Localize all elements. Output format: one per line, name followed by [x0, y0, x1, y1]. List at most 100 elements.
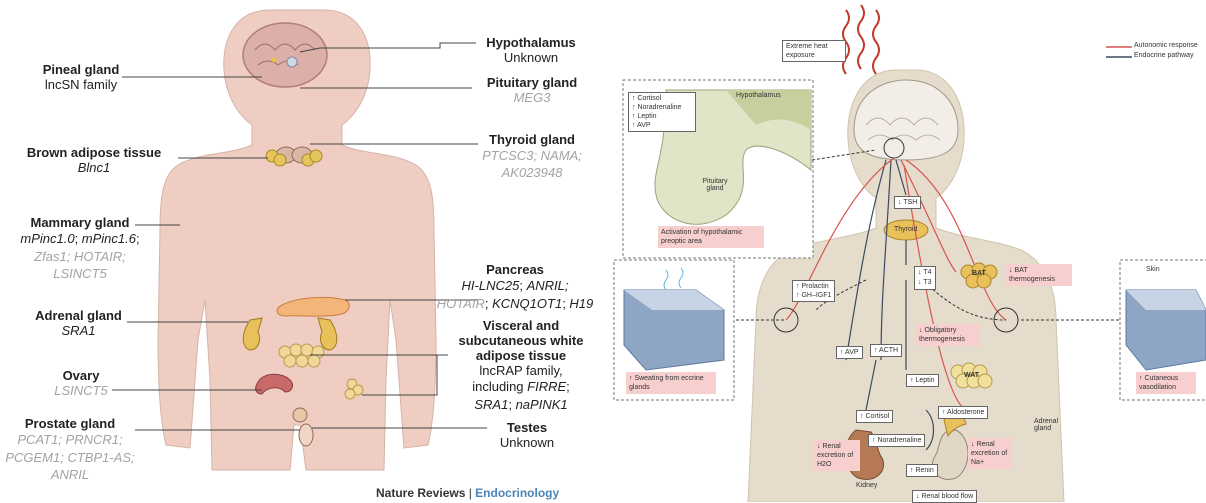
renin-box: ↑ Renin — [906, 464, 938, 477]
separator: ; — [136, 231, 140, 246]
gene: SRA1 — [474, 397, 508, 412]
heat-diagram — [606, 0, 1206, 502]
visceral-title-1: Visceral and — [446, 318, 596, 333]
skin-label: Skin — [1146, 266, 1160, 273]
gene: H19 — [569, 296, 593, 311]
separator: ; — [131, 450, 135, 465]
activation-box: Activation of hypothalamic preoptic area — [658, 226, 764, 248]
adrenal-gland-label: Adrenal gland — [1034, 418, 1072, 432]
pancreas-title: Pancreas — [432, 262, 598, 277]
pancreas-label: Pancreas HI-LNC25; ANRIL; HOTAIR; KCNQ1O… — [432, 262, 598, 313]
prostate-label: Prostate gland PCAT1; PRNCR1; PCGEM1; CT… — [2, 416, 138, 482]
gene: ANRIL — [2, 467, 138, 482]
journal-footer: Nature Reviews | Endocrinology — [376, 486, 559, 500]
kidney-label: Kidney — [856, 482, 877, 489]
sweating-box: ↑ Sweating from eccrine glands — [626, 372, 716, 394]
separator: ; — [566, 379, 570, 394]
hormone-noradrenaline: ↑ Noradrenaline — [632, 103, 692, 112]
pituitary-title: Pituitary gland — [472, 75, 592, 90]
pituitary-label: Pituitary gland — [698, 178, 732, 192]
gene: mPinc1.0 — [20, 231, 74, 246]
gene: KCNQ1OT1 — [492, 296, 562, 311]
renal-blood-box: ↓ Renal blood flow — [912, 490, 977, 503]
prostate-icon — [293, 408, 307, 422]
separator: ; — [58, 432, 65, 447]
gene: HOTAIR — [437, 296, 485, 311]
visceral-title-3: adipose tissue — [446, 348, 596, 363]
gene: PCGEM1 — [5, 450, 60, 465]
gene: CTBP1-AS — [67, 450, 131, 465]
gene: naPINK1 — [516, 397, 568, 412]
leptin-box: ↑ Leptin — [906, 374, 939, 387]
noradrenaline-box: ↑ Noradrenaline — [868, 434, 925, 447]
gene: ANRIL; — [527, 278, 569, 293]
vasodilation-box: ↑ Cutaneous vasodilation — [1136, 372, 1196, 394]
aldosterone-box: ↑ Aldosterone — [938, 406, 988, 419]
pineal-genes: lncSN family — [36, 77, 126, 92]
separator: ; — [119, 432, 123, 447]
testes-genes: Unknown — [487, 435, 567, 450]
gene: NAMA — [541, 148, 579, 163]
visceral-label: Visceral and subcutaneous white adipose … — [446, 318, 596, 414]
separator: ; — [519, 278, 526, 293]
pituitary-label: Pituitary gland MEG3 — [472, 75, 592, 105]
prolactin-label: ↑ Prolactin — [796, 282, 831, 291]
adrenal-title: Adrenal gland — [30, 308, 127, 323]
ovary-title: Ovary — [50, 368, 112, 383]
brown-adipose-label: Brown adipose tissue Blnc1 — [10, 145, 178, 175]
hormone-leptin: ↑ Leptin — [632, 112, 692, 121]
gene: PCAT1 — [17, 432, 58, 447]
separator: ; — [578, 148, 582, 163]
hypothalamus-label: Hypothalamus — [736, 92, 781, 99]
mammary-label: Mammary gland mPinc1.0; mPinc1.6; Zfas1;… — [10, 215, 150, 281]
hypothalamus-genes: Unknown — [476, 50, 586, 65]
separator: ; — [67, 249, 74, 264]
separator: ; — [533, 148, 540, 163]
acth-box: ↑ ACTH — [870, 344, 902, 357]
pituitary-genes: MEG3 — [472, 90, 592, 105]
bat-thermogenesis-box: ↓ BAT thermogenesis — [1006, 264, 1072, 286]
gene-text: including — [472, 379, 527, 394]
adrenal-genes: SRA1 — [30, 323, 127, 338]
separator: ; — [508, 397, 515, 412]
heat-exposure-box: Extreme heat exposure — [782, 40, 846, 62]
visceral-title-2: subcutaneous white — [446, 333, 596, 348]
cortisol-box: ↑ Cortisol — [856, 410, 893, 423]
gene: Zfas1 — [34, 249, 67, 264]
separator: ; — [75, 231, 82, 246]
left-panel: Pineal gland lncSN family Brown adipose … — [0, 0, 600, 502]
legend-autonomic: Autonomic response — [1134, 42, 1198, 49]
renal-na-box: ↓ Renal excretion of Na+ — [968, 438, 1012, 469]
hormone-cortisol: ↑ Cortisol — [632, 94, 692, 103]
pineal-title: Pineal gland — [36, 62, 126, 77]
wat-label: WAT — [964, 372, 979, 379]
footer-journal: Nature Reviews — [376, 486, 465, 500]
testes-icon — [299, 424, 313, 446]
t4-label: ↓ T4 — [918, 268, 932, 278]
heat-waves-icon — [843, 5, 879, 74]
ovary-genes: LSINCT5 — [50, 383, 112, 398]
brown-adipose-title: Brown adipose tissue — [10, 145, 178, 160]
ovary-label: Ovary LSINCT5 — [50, 368, 112, 398]
obligatory-box: ↓ Obligatory thermogenesis — [916, 324, 980, 346]
tsh-box: ↓ TSH — [894, 196, 921, 209]
avp-box: ↑ AVP — [836, 346, 863, 359]
separator: ; — [122, 249, 126, 264]
visceral-genes-1: lncRAP family, — [446, 363, 596, 378]
footer-section: Endocrinology — [475, 486, 559, 500]
thyroid-title: Thyroid gland — [470, 132, 594, 147]
gene: AK023948 — [470, 165, 594, 180]
hormone-list: ↑ Cortisol ↑ Noradrenaline ↑ Leptin ↑ AV… — [628, 92, 696, 132]
hormone-avp: ↑ AVP — [632, 121, 692, 130]
thyroid-label: Thyroid gland PTCSC3; NAMA; AK023948 — [470, 132, 594, 180]
renal-h2o-box: ↓ Renal excretion of H2O — [814, 440, 860, 471]
pineal-label: Pineal gland lncSN family — [36, 62, 126, 92]
t3-label: ↓ T3 — [918, 278, 932, 288]
gh-label: ↑ GH–IGF1 — [796, 291, 831, 300]
t-hormones-box: ↓ T4 ↓ T3 — [914, 266, 936, 290]
gene: LSINCT5 — [10, 266, 150, 281]
brown-adipose-genes: Blnc1 — [10, 160, 178, 175]
hypothalamus-title: Hypothalamus — [476, 35, 586, 50]
gene: HI-LNC25 — [462, 278, 520, 293]
hypothalamus-label: Hypothalamus Unknown — [476, 35, 586, 65]
